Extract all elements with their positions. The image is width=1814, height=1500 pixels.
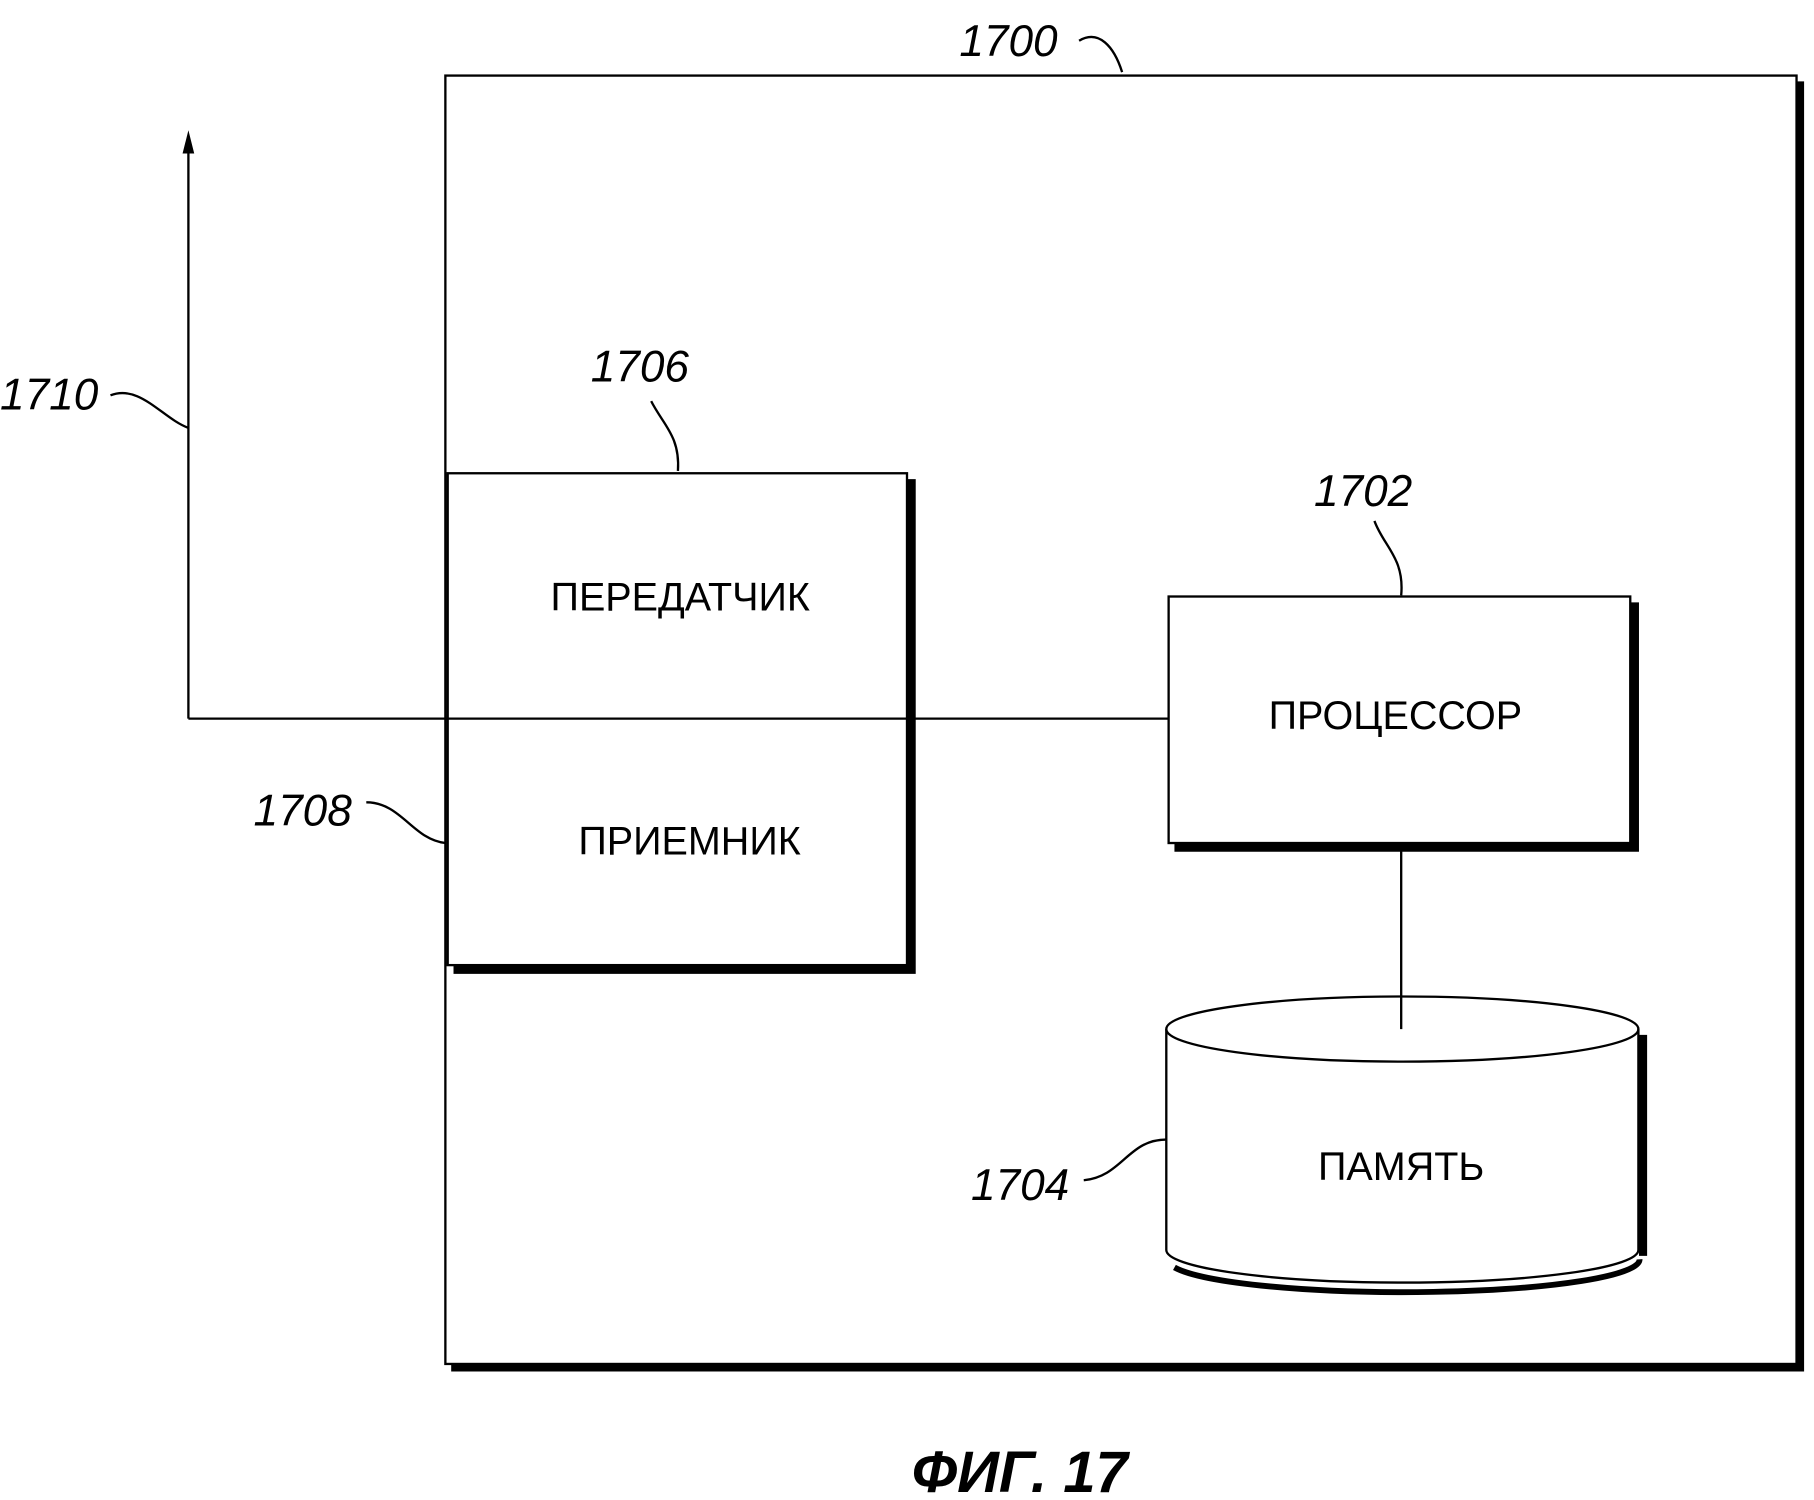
transceiver-leader [650, 400, 680, 472]
device-leader [1078, 35, 1124, 73]
memory-cylinder [1165, 995, 1648, 1296]
receiver-leader [366, 801, 446, 845]
figure-caption: ФИГ. 17 [912, 1440, 1131, 1500]
processor-label: ПРОЦЕССОР [1269, 694, 1523, 738]
memory-leader [1083, 1138, 1167, 1182]
receiver-ref: 1708 [254, 787, 353, 836]
device-box [444, 74, 1805, 1372]
processor-box [1167, 595, 1639, 852]
processor-ref: 1702 [1314, 467, 1412, 516]
antenna-leader [110, 392, 189, 429]
receiver-label: ПРИЕМНИК [578, 820, 800, 864]
antenna-ref: 1710 [0, 370, 99, 419]
transceiver-box [446, 472, 916, 974]
memory-ref: 1704 [971, 1161, 1069, 1210]
device-ref: 1700 [959, 17, 1058, 66]
memory-label: ПАМЯТЬ [1318, 1145, 1484, 1189]
transmitter-label: ПЕРЕДАТЧИК [551, 575, 810, 619]
processor-leader [1373, 520, 1403, 596]
antenna-line [187, 145, 1169, 720]
arrow-head-icon [182, 130, 195, 154]
transceiver-ref: 1706 [591, 342, 690, 391]
